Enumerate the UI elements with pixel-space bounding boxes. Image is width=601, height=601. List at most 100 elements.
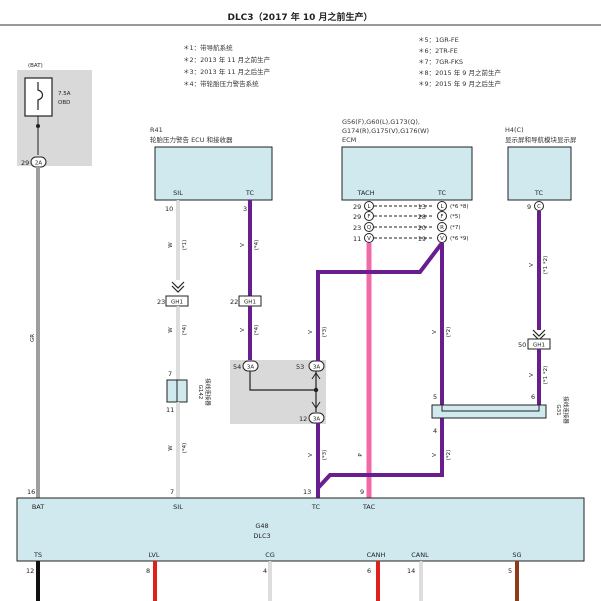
ecm-tc-label: TC: [437, 189, 447, 197]
fuse-pin: 29: [21, 159, 29, 167]
h4-pin-ring: [534, 201, 544, 211]
wire-tc-loop-v: V: [308, 330, 314, 334]
wire-sil-w-1: W: [168, 242, 174, 248]
ecm-name: ECM: [342, 136, 356, 144]
dlc3-pin-tc: 13: [303, 488, 311, 496]
wire-tc-bottom-loop: [316, 418, 444, 490]
dlc3-code: G48: [255, 522, 268, 530]
note-7: ＊7：7GR-FKS: [418, 58, 463, 66]
gh1-left-arrow-icon: [171, 281, 185, 293]
note-4: ＊4：带轮胎压力警告系统: [183, 79, 259, 88]
ecm-tc-pin-ring: [437, 222, 447, 232]
dlc3-pin-canl: 14: [407, 567, 415, 575]
j3a-pin-54: 54: [233, 363, 241, 371]
wire-tc-loop-top: [316, 241, 444, 361]
fuse-label: OBD: [58, 100, 70, 106]
dlc3-pin-ts: 12: [26, 567, 34, 575]
r41-pin-tc: 3: [243, 205, 247, 213]
g142-code: G142: [197, 385, 203, 400]
ecm-tc-pin-note: (*6 *8): [450, 204, 469, 210]
dlc3-box: [16, 497, 585, 562]
h4-pin: 9: [527, 203, 531, 211]
ecm-tc-pin-note: (*5): [450, 214, 461, 220]
dlc3-pin-lvl: 8: [146, 567, 150, 575]
ecm-tc-pin-letter: R: [440, 225, 444, 231]
note-1: ＊1：带导航系统: [183, 43, 233, 52]
gh1-left-pin: 23: [157, 298, 165, 306]
fuse-source: (BAT): [28, 63, 43, 69]
h4-code: H4(C): [505, 126, 524, 134]
ecm-tc-pin: 13: [418, 203, 426, 211]
g142-pin-bot: 11: [166, 406, 174, 414]
ecm-box: [341, 146, 473, 201]
g142-pin-top: 7: [168, 370, 172, 378]
ecm-tc-pin: 28: [418, 213, 426, 221]
dlc3-pin-sil: 7: [170, 488, 174, 496]
wire-tc-bottom-v: V: [432, 453, 438, 457]
g31-internal-link: [441, 405, 540, 412]
g142-name: 接线连接器: [204, 378, 212, 406]
fuse-lead-dot: [36, 124, 40, 128]
h4-name: 显示屏和导航模块显示屏: [505, 135, 577, 144]
wire-h4-note-2: (*1 *2): [543, 366, 549, 385]
ecm-tc-pin-note: (*7): [450, 225, 461, 231]
ecm-tc-pin-ring: [437, 201, 447, 211]
ecm-tach-pin-letter: Q: [367, 225, 372, 231]
note-2: ＊2：2013 年 11 月之前生产: [183, 55, 271, 64]
h4-box: [507, 146, 572, 201]
wire-tc-bottom-n2: (*2): [446, 450, 452, 461]
ecm-tc-pin-letter: F: [440, 214, 443, 220]
gh1-mid-label: GH1: [244, 300, 256, 306]
gh1-right-pin: 50: [518, 341, 526, 349]
h4-tc-label: TC: [534, 189, 544, 197]
fuse-icon: [37, 82, 44, 110]
note-9: ＊9：2015 年 9 月之后生产: [418, 79, 502, 88]
dlc3-pin-canh: 6: [367, 567, 371, 575]
j3a-arrow-up-icon: [311, 372, 321, 380]
wire-r41-v-1: V: [240, 243, 246, 247]
ecm-tach-pin: 11: [353, 235, 361, 243]
wire-tc-right-n2: (*2): [446, 327, 452, 338]
dlc3-label-lvl: LVL: [149, 551, 160, 559]
notes-left: ＊1：带导航系统 ＊2：2013 年 11 月之前生产 ＊3：2013 年 11…: [183, 43, 271, 88]
dlc3-label-tc: TC: [311, 503, 321, 511]
ecm-tc-pin-letter: L: [440, 204, 444, 210]
ecm-tc-pin-ring: [437, 233, 447, 243]
dlc3-label-tac: TAC: [362, 503, 376, 511]
ecm-tach-pin-ring: [364, 233, 374, 243]
fuse-rating: 7.5A: [58, 91, 71, 97]
wire-tc-3a-v: V: [308, 453, 314, 457]
dlc3-pin-tac: 9: [360, 488, 364, 496]
r41-code: R41: [150, 126, 163, 134]
dlc3-label-sil: SIL: [173, 503, 183, 511]
g31-pin-b: 6: [531, 393, 535, 401]
r41-sil-label: SIL: [173, 189, 183, 197]
dlc3-pin-cg: 4: [263, 567, 267, 575]
r41-tc-label: TC: [245, 189, 255, 197]
g31-pin-c: 4: [433, 427, 437, 435]
j3a-node: [313, 387, 319, 393]
ecm-tach-pin: 23: [353, 224, 361, 232]
wire-r41-note-1: (*4): [254, 240, 260, 251]
note-8: ＊8：2015 年 9 月之前生产: [418, 68, 502, 77]
ecm-codes: G56(F),G60(L),G173(Q),: [342, 118, 420, 126]
dlc3-label-canl: CANL: [411, 551, 429, 559]
ecm-tach-pin: 29: [353, 203, 361, 211]
diagram-title: DLC3（2017 年 10 月之前生产）: [227, 11, 372, 23]
j3a-pin-12: 12: [299, 415, 307, 423]
dlc3-name: DLC3: [253, 532, 270, 540]
gh1-mid-pin: 22: [230, 298, 238, 306]
dlc3-label-ts: TS: [33, 551, 42, 559]
ecm-codes-2: G174(R),G175(V),G176(W): [342, 127, 429, 135]
ecm-tach-pins: 29 L 29 F 23 Q 11 V: [353, 201, 374, 243]
note-3: ＊3：2013 年 11 月之后生产: [183, 67, 271, 76]
j3a-arrow-down-icon: [311, 401, 321, 409]
ecm-tach-pin-ring: [364, 211, 374, 221]
h4-pin-letter: C: [537, 204, 541, 210]
dlc3-label-cg: CG: [265, 551, 275, 559]
wire-h4-v-2: V: [529, 373, 535, 377]
j3a-label-12: 3A: [313, 417, 320, 423]
wire-h4-v-1: V: [529, 263, 535, 267]
r41-pin-sil: 10: [165, 205, 173, 213]
